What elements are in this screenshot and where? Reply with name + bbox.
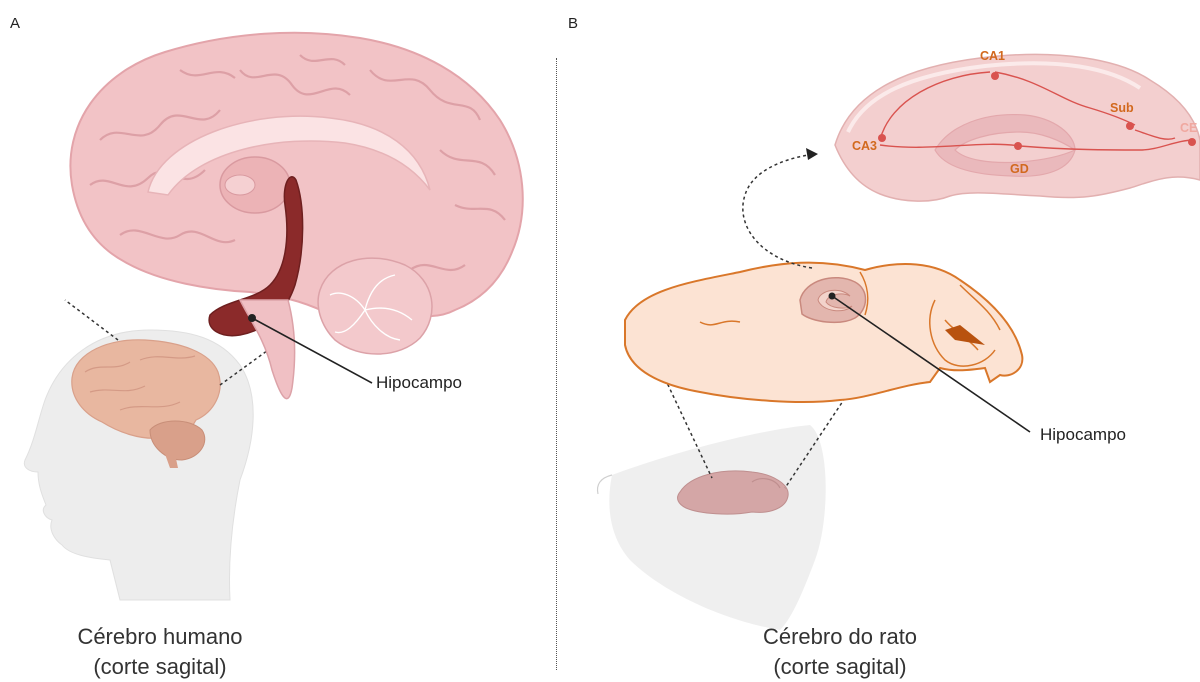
label-ca3: CA3 — [852, 139, 877, 153]
label-ca1: CA1 — [980, 49, 1005, 63]
human-caption-subtitle: (corte sagital) — [40, 652, 280, 682]
label-sub: Sub — [1110, 101, 1134, 115]
mouse-caption-subtitle: (corte sagital) — [720, 652, 960, 682]
human-hippocampus-label: Hipocampo — [376, 373, 462, 393]
mouse-caption-title: Cérebro do rato — [720, 622, 960, 652]
connector-line-left — [65, 300, 118, 340]
mouse-hippocampus-label: Hipocampo — [1040, 425, 1126, 445]
zoom-arrow — [743, 155, 812, 268]
human-cerebellum — [318, 258, 432, 354]
human-caption-title: Cérebro humano — [40, 622, 280, 652]
label-gd: GD — [1010, 162, 1029, 176]
mouse-head-silhouette — [609, 425, 825, 630]
human-caption: Cérebro humano (corte sagital) — [40, 622, 280, 682]
label-ce: CE — [1180, 121, 1197, 135]
mouse-caption: Cérebro do rato (corte sagital) — [720, 622, 960, 682]
